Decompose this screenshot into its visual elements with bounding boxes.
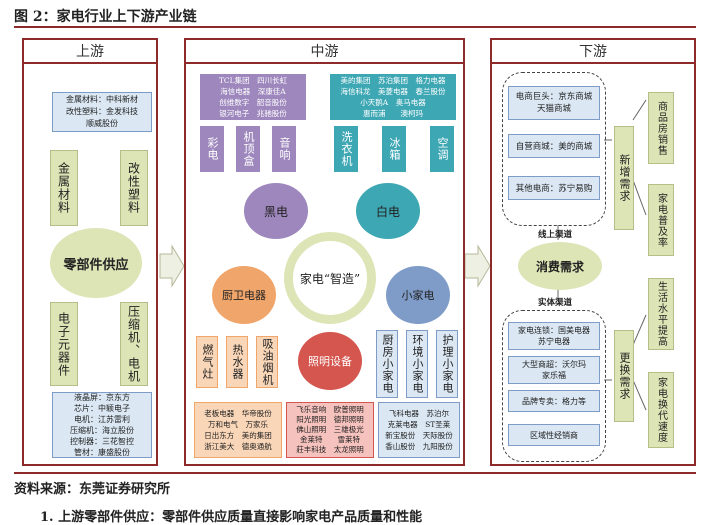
body-text: 1. 上游零部件供应：零部件供应质量直接影响家电产品质量和性能 bbox=[40, 510, 423, 525]
other-ecommerce-box: 其他电商：苏宁易购 bbox=[508, 176, 600, 200]
circle-kitchen: 厨卫电器 bbox=[212, 266, 276, 324]
upstream-suppliers-box: 金属材料：中科新材 改性塑料：金发科技 顺威股份 bbox=[52, 92, 152, 132]
new-demand-box: 新增需求 bbox=[614, 126, 634, 230]
white-item-ac: 空调 bbox=[430, 126, 454, 172]
downstream-panel: 下游 电商巨头：京东商城 天猫商城 自营商城：美的商城 其他电商：苏宁易购 线上… bbox=[490, 38, 696, 466]
appliance-chain-box: 家电连锁：国美电器 苏宁电器 bbox=[508, 322, 600, 350]
black-companies: TCL集团 四川长虹 海信电器 深康佳A 创维数字 韶音股份 银河电子 兆驰股份 bbox=[200, 74, 306, 120]
offline-channel-label: 实体渠道 bbox=[538, 298, 573, 308]
white-item-washer: 洗衣机 bbox=[334, 126, 358, 172]
figure-title: 图 2：家电行业上下游产业链 bbox=[14, 9, 197, 25]
small-item-kitchen: 厨房小家电 bbox=[376, 330, 398, 398]
upstream-metal: 金属材料 bbox=[50, 150, 78, 226]
factor-replacement-speed: 家电换代速度 bbox=[648, 372, 674, 448]
upstream-compressor: 压缩机、电机 bbox=[120, 302, 148, 386]
factor-living-standard: 生活水平提高 bbox=[648, 278, 674, 350]
upstream-circle-parts: 零部件供应 bbox=[50, 228, 142, 298]
brand-store-box: 品牌专卖：格力等 bbox=[508, 390, 600, 412]
lighting-companies: 飞乐音响 欧普照明 阳光照明 德邦照明 佛山照明 三雄极光 金莱特 雪莱特 莊丰… bbox=[286, 402, 374, 458]
white-item-fridge: 冰箱 bbox=[382, 126, 406, 172]
consumer-demand-circle: 消费需求 bbox=[518, 242, 602, 290]
online-channel-group bbox=[502, 72, 606, 226]
source-rule bbox=[14, 472, 696, 474]
small-appliance-companies: 飞科电器 苏泊尔 克莱电器 ST圣莱 新宝股份 天际股份 香山股份 九阳股份 bbox=[378, 402, 460, 458]
midstream-header: 中游 bbox=[310, 44, 339, 60]
circle-white-goods: 白电 bbox=[356, 183, 420, 239]
online-channel-label: 线上渠道 bbox=[538, 230, 573, 240]
small-item-care: 护理小家电 bbox=[436, 330, 458, 398]
kitchen-item-stove: 燃气灶 bbox=[196, 336, 218, 388]
circle-lighting: 照明设备 bbox=[298, 332, 362, 390]
circle-smart-manufacturing: 家电“智造” bbox=[284, 232, 376, 324]
small-item-environment: 环境小家电 bbox=[406, 330, 428, 398]
source-note: 资料来源：东莞证券研究所 bbox=[14, 482, 171, 497]
upstream-plastic: 改性塑料 bbox=[120, 150, 148, 226]
midstream-panel: 中游 TCL集团 四川长虹 海信电器 深康佳A 创维数字 韶音股份 银河电子 兆… bbox=[184, 38, 465, 466]
connector-new-pen bbox=[632, 179, 647, 216]
downstream-header: 下游 bbox=[579, 44, 607, 60]
black-item-stb: 机顶盒 bbox=[236, 126, 260, 172]
kitchen-item-heater: 热水器 bbox=[226, 336, 248, 388]
big-mall-box: 大型商超：沃尔玛 家乐福 bbox=[508, 356, 600, 384]
own-mall-box: 自营商城：美的商城 bbox=[508, 134, 600, 158]
kitchen-companies: 老板电器 华帝股份 万和电气 万家乐 日出东方 美的集团 浙江美大 德奥通航 bbox=[194, 402, 282, 458]
regional-dealer-box: 区域性经销商 bbox=[508, 424, 600, 446]
title-rule bbox=[14, 26, 696, 28]
arrow-mid-to-down bbox=[464, 244, 491, 288]
white-companies: 美的集团 苏泊集团 格力电器 海信科龙 美菱电器 春兰股份 小天鹅A 奥马电器 … bbox=[330, 74, 456, 120]
connector-new-sales bbox=[632, 99, 647, 121]
factor-housing-sales: 商品房销售 bbox=[648, 92, 674, 164]
replace-demand-box: 更换需求 bbox=[614, 330, 634, 422]
connector-rep-speed bbox=[632, 379, 647, 411]
circle-small-appliances: 小家电 bbox=[386, 266, 450, 324]
upstream-panel: 上游 金属材料：中科新材 改性塑料：金发科技 顺威股份 金属材料 改性塑料 零部… bbox=[22, 38, 158, 466]
upstream-header: 上游 bbox=[76, 44, 104, 60]
upstream-bottom-list: 液晶屏：京东方 芯片：中颖电子 电机：江苏雷利 压缩机：海立股份 控制器：三花智… bbox=[52, 392, 152, 458]
black-item-audio: 音响 bbox=[272, 126, 296, 172]
offline-channel-group bbox=[502, 310, 606, 462]
circle-black-goods: 黑电 bbox=[244, 183, 308, 239]
kitchen-item-hood: 吸油烟机 bbox=[256, 336, 278, 388]
upstream-electronic: 电子元器件 bbox=[50, 302, 78, 386]
factor-penetration: 家电普及率 bbox=[648, 184, 674, 256]
connector-rep-living bbox=[632, 314, 647, 346]
online-giant-box: 电商巨头：京东商城 天猫商城 bbox=[508, 86, 600, 120]
black-item-tv: 彩电 bbox=[200, 126, 224, 172]
arrow-up-to-mid bbox=[159, 244, 185, 288]
